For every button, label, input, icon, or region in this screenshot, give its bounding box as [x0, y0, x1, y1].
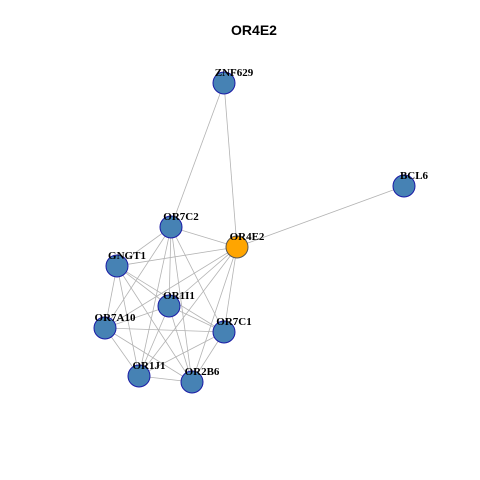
node-label-gngt1: GNGT1 [108, 250, 146, 262]
node-or2b6[interactable] [180, 370, 204, 394]
edge-or7c2-or1i1 [168, 226, 172, 307]
node-znf629[interactable] [212, 71, 236, 95]
edge-or4e2-or1i1 [168, 246, 238, 307]
diagram-title: OR4E2 [231, 22, 277, 38]
node-bcl6[interactable] [392, 174, 416, 198]
node-label-or7a10: OR7A10 [95, 312, 136, 324]
edge-gngt1-or1j1 [116, 265, 140, 377]
edge-or4e2-or1j1 [138, 246, 238, 377]
node-gngt1[interactable] [105, 254, 129, 278]
node-label-znf629: ZNF629 [215, 67, 254, 79]
edge-znf629-or4e2 [223, 82, 238, 248]
edge-or7c2-or2b6 [170, 226, 193, 383]
edge-or4e2-or7c1 [223, 246, 238, 333]
edge-or4e2-gngt1 [116, 246, 238, 267]
node-label-or1i1: OR1I1 [163, 290, 195, 302]
node-label-or7c1: OR7C1 [216, 316, 251, 328]
edge-gngt1-or2b6 [116, 265, 193, 383]
node-label-or2b6: OR2B6 [185, 366, 220, 378]
node-or1j1[interactable] [127, 364, 151, 388]
node-layer [93, 71, 416, 394]
edge-bcl6-or4e2 [236, 185, 405, 248]
edge-or1i1-or2b6 [168, 305, 193, 383]
node-label-or4e2: OR4E2 [230, 231, 265, 243]
edge-znf629-or7c2 [170, 82, 225, 228]
edge-or1i1-or1j1 [138, 305, 170, 377]
node-label-or7c2: OR7C2 [163, 211, 199, 223]
node-or4e2[interactable] [225, 235, 249, 259]
node-label-bcl6: BCL6 [400, 170, 429, 182]
edge-or7c1-or1j1 [138, 331, 225, 377]
edge-or7c2-or7c1 [170, 226, 225, 333]
node-or7a10[interactable] [93, 316, 117, 340]
edge-or7a10-or2b6 [104, 327, 193, 383]
node-label-or1j1: OR1J1 [133, 360, 166, 372]
node-or7c1[interactable] [212, 320, 236, 344]
node-or7c2[interactable] [159, 215, 183, 239]
edge-or7a10-or7c1 [104, 327, 225, 333]
edge-or7c2-or7a10 [104, 226, 172, 329]
edge-or7c2-or1j1 [138, 226, 172, 377]
edge-or4e2-or2b6 [191, 246, 238, 383]
node-or1i1[interactable] [157, 294, 181, 318]
